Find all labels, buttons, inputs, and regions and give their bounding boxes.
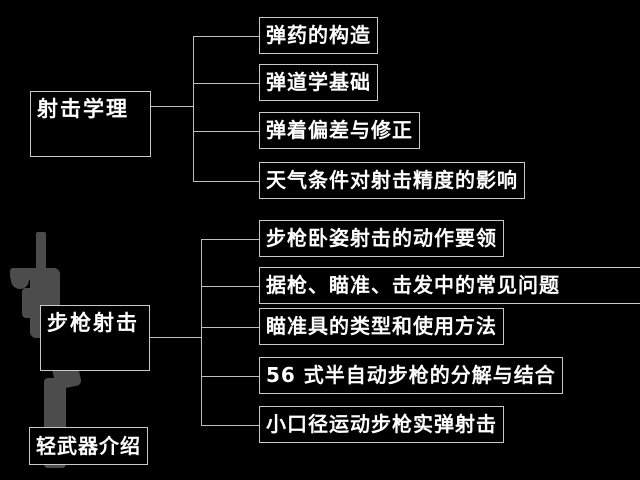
leaf-node: 56 式半自动步枪的分解与结合 bbox=[259, 357, 563, 394]
root-node-shooting-theory: 射击学理 bbox=[30, 91, 151, 157]
footer-node-light-weapons: 轻武器介绍 bbox=[29, 427, 148, 465]
leaf-node: 弹道学基础 bbox=[259, 64, 378, 101]
leaf-node: 天气条件对射击精度的影响 bbox=[259, 162, 525, 199]
connector-root1 bbox=[151, 106, 193, 107]
connector-g1-c3 bbox=[193, 131, 259, 132]
connector-g2-c4 bbox=[201, 376, 259, 377]
connector-root2 bbox=[150, 337, 202, 338]
connector-g1-c4 bbox=[193, 181, 259, 182]
leaf-node: 弹着偏差与修正 bbox=[259, 112, 420, 149]
leaf-node: 弹药的构造 bbox=[259, 17, 378, 54]
root-node-rifle-shooting: 步枪射击 bbox=[40, 305, 150, 371]
connector-g2-c1 bbox=[201, 239, 259, 240]
connector-g2-c2 bbox=[201, 286, 259, 287]
connector-vertical1 bbox=[193, 36, 194, 182]
leaf-node: 小口径运动步枪实弹射击 bbox=[259, 406, 504, 443]
connector-g2-c3 bbox=[201, 327, 259, 328]
connector-g1-c1 bbox=[193, 36, 259, 37]
leaf-node: 瞄准具的类型和使用方法 bbox=[259, 308, 504, 345]
connector-g2-c5 bbox=[201, 425, 259, 426]
connector-vertical2 bbox=[201, 239, 202, 425]
connector-g1-c2 bbox=[193, 83, 259, 84]
leaf-node: 据枪、瞄准、击发中的常见问题 bbox=[259, 267, 640, 304]
leaf-node: 步枪卧姿射击的动作要领 bbox=[259, 220, 504, 257]
